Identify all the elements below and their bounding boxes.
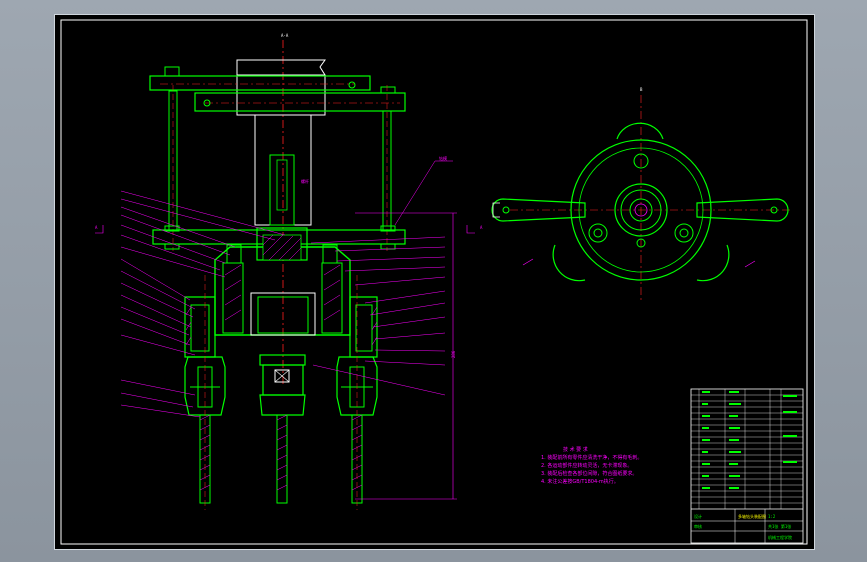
svg-text:钻模: 钻模: [439, 155, 447, 161]
drawing-scale: 1:2: [768, 514, 776, 519]
checker: 审核: [694, 523, 702, 529]
svg-text:286: 286: [451, 350, 456, 358]
organization: 机械工程学院: [768, 534, 792, 540]
cad-drawing: A-A 螺杆: [60, 19, 808, 545]
main-section-view: 螺杆: [95, 40, 483, 510]
note-line-3: 3. 装配后检查各部位间隙，符合图纸要求。: [541, 470, 637, 477]
section-mark-right: A: [480, 225, 483, 230]
drawing-name: 多轴钻头装配图: [738, 513, 766, 519]
note-line-1: 1. 装配前所有零件应清洗干净，不得有毛刺。: [541, 454, 642, 461]
top-view-label: B: [640, 87, 643, 92]
drawing-frame: [60, 19, 808, 545]
drawing-viewport[interactable]: A-A 螺杆: [54, 14, 815, 550]
svg-text:螺杆: 螺杆: [301, 178, 309, 184]
notes-title: 技 术 要 求: [563, 446, 588, 453]
technical-notes: 技 术 要 求 1. 装配前所有零件应清洗干净，不得有毛刺。 2. 各运动部件应…: [541, 446, 642, 485]
section-mark-left: A: [95, 225, 98, 230]
drawing-sheet: 共1张 第1张: [768, 523, 791, 529]
title-block: 多轴钻头装配图 1:2 共1张 第1张 设计 审核 机械工程学院: [690, 388, 804, 544]
top-view: B: [491, 87, 790, 300]
designer: 设计: [694, 513, 702, 519]
note-line-4: 4. 未注公差按GB/T1804-m执行。: [541, 478, 619, 485]
top-label: A-A: [281, 33, 289, 38]
note-line-2: 2. 各运动部件应转动灵活，无卡滞现象。: [541, 462, 632, 469]
